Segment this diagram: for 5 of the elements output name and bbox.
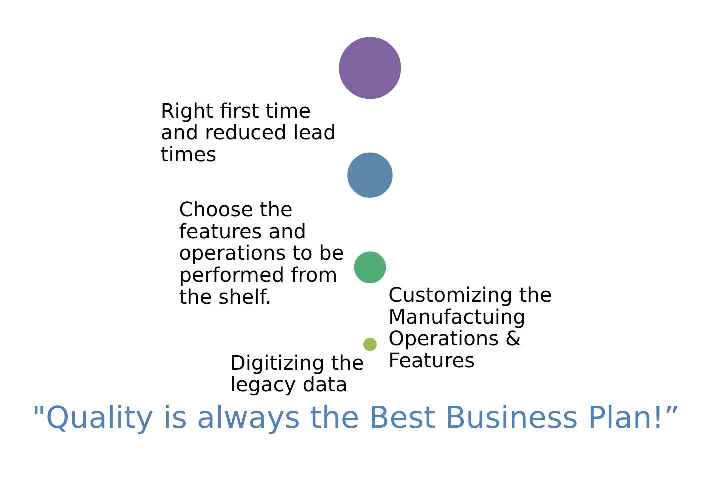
node-label: Customizing the Manufactuing Operations & Features xyxy=(388,282,552,372)
node-label: Right first time and reduced lead times xyxy=(160,98,336,166)
node-label: Choose the features and operations to be performed from the shelf. xyxy=(179,197,344,308)
caption: "Quality is always the Best Business Plan!” xyxy=(32,400,680,436)
node-label: Digitizing the legacy data xyxy=(230,350,364,396)
